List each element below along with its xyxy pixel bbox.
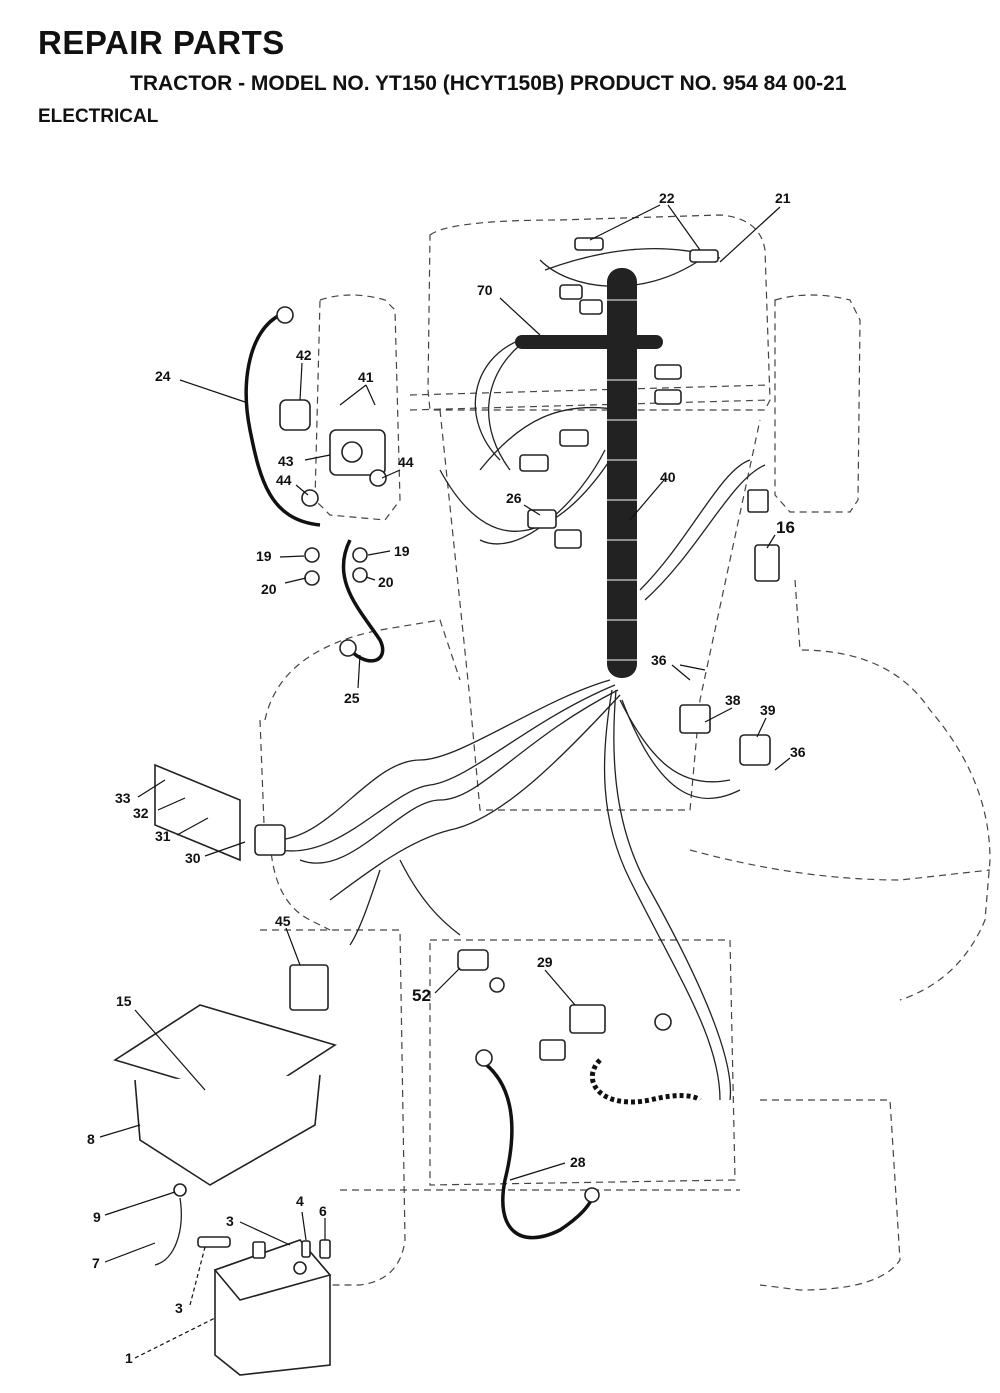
callout-leaders — [99, 204, 791, 1359]
callout-38: 38 — [725, 692, 741, 708]
callout-26: 26 — [506, 490, 522, 506]
bracket — [679, 704, 711, 734]
model-subtitle: TRACTOR - MODEL NO. YT150 (HCYT150B) PRO… — [130, 72, 847, 95]
callout-15: 15 — [116, 993, 132, 1009]
starter-solenoid-29 — [569, 1004, 606, 1034]
hour-meter — [289, 964, 329, 1011]
callout-21: 21 — [775, 190, 791, 206]
callout-25: 25 — [344, 690, 360, 706]
callout-8: 8 — [87, 1131, 95, 1147]
callout-36-b: 36 — [790, 744, 806, 760]
wire-harness — [274, 247, 766, 1101]
callout-43: 43 — [278, 453, 294, 469]
page-title: REPAIR PARTS — [38, 24, 285, 61]
callout-29: 29 — [537, 954, 553, 970]
callout-24: 24 — [155, 368, 171, 384]
callout-6: 6 — [319, 1203, 327, 1219]
callout-44-b: 44 — [276, 472, 292, 488]
ignition-switch — [154, 763, 241, 862]
callout-45: 45 — [275, 913, 291, 929]
callout-32: 32 — [133, 805, 149, 821]
callout-44-a: 44 — [398, 454, 414, 470]
callout-31: 31 — [155, 828, 171, 844]
callout-42: 42 — [296, 347, 312, 363]
callout-16: 16 — [776, 518, 795, 537]
callout-4: 4 — [296, 1193, 304, 1209]
callout-19-b: 19 — [394, 543, 410, 559]
callout-9: 9 — [93, 1209, 101, 1225]
callout-40: 40 — [660, 469, 676, 485]
seat-switch — [754, 544, 780, 582]
section-label: ELECTRICAL — [38, 106, 159, 127]
callout-33: 33 — [115, 790, 131, 806]
callout-20-a: 20 — [261, 581, 277, 597]
callout-20-b: 20 — [378, 574, 394, 590]
battery-cables — [244, 313, 702, 1240]
callout-3-b: 3 — [175, 1300, 183, 1316]
callout-1: 1 — [125, 1350, 133, 1366]
solenoid-cap — [279, 399, 311, 431]
harness-loom — [607, 268, 637, 678]
callout-36-a: 36 — [651, 652, 667, 668]
callout-numbers: 22 21 70 24 42 41 43 44 44 40 26 16 19 1… — [87, 190, 806, 1366]
callout-70: 70 — [477, 282, 493, 298]
callout-39: 39 — [760, 702, 776, 718]
front-loom — [515, 335, 663, 349]
callout-28: 28 — [570, 1154, 586, 1170]
battery-tray — [134, 1074, 321, 1186]
callout-7: 7 — [92, 1255, 100, 1271]
callout-52: 52 — [412, 986, 431, 1005]
fuse-holder — [457, 949, 489, 971]
switch-39 — [739, 734, 771, 766]
callout-3-a: 3 — [226, 1213, 234, 1229]
callout-41: 41 — [358, 369, 374, 385]
callout-30: 30 — [185, 850, 201, 866]
callout-22: 22 — [659, 190, 675, 206]
parts-sketches — [113, 237, 780, 1376]
callout-19-a: 19 — [256, 548, 272, 564]
